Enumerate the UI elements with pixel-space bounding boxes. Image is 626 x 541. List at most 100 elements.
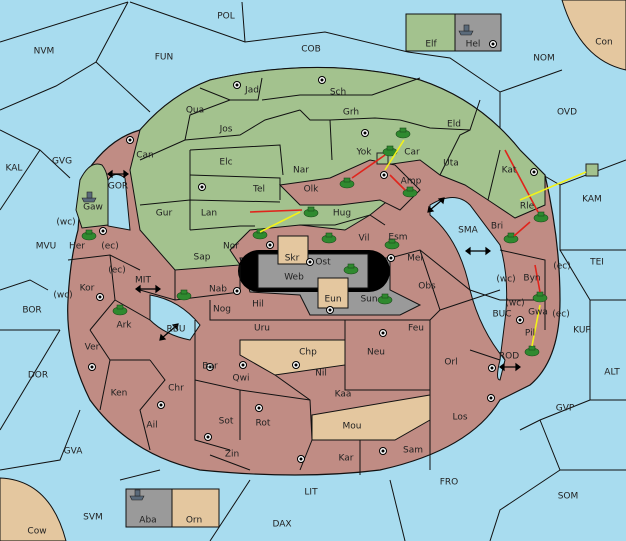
army-icon (81, 229, 97, 241)
supply-center-icon (487, 394, 495, 402)
label-rbu: RBU (166, 325, 185, 335)
fleet-icon[interactable] (458, 24, 474, 36)
province-aba[interactable] (125, 488, 173, 528)
supply-center-icon (326, 306, 334, 314)
province-labels: POL NVM FUN COB NOM Con OVD KAL GVG GOR … (6, 12, 621, 537)
label-ken: Ken (111, 389, 128, 399)
province-skr[interactable] (277, 235, 309, 265)
label-hil: Hil (252, 300, 264, 310)
label-pil: Pil (525, 329, 535, 339)
supply-center-icon (204, 433, 212, 441)
army-icon (303, 206, 319, 218)
label-her: Her (69, 242, 85, 252)
supply-center-icon (198, 183, 206, 191)
label-hug: Hug (333, 209, 351, 219)
support-order-arrow (519, 171, 587, 201)
label-rle: Rle (520, 202, 535, 212)
move-order-arrow (534, 264, 541, 293)
fleet-icon[interactable] (376, 152, 389, 165)
label-grh: Grh (343, 108, 359, 118)
label-qwi: Qwi (233, 374, 250, 384)
label-alt: ALT (604, 368, 620, 378)
label-neu: Neu (367, 348, 385, 358)
fleet-icon[interactable] (585, 163, 599, 177)
label-buc: BUC (492, 310, 511, 320)
province-orn[interactable] (171, 488, 220, 528)
support-order-arrow (531, 304, 541, 347)
army-icon (176, 289, 192, 301)
label-kor: Kor (80, 284, 95, 294)
label-lit: LIT (304, 488, 318, 498)
armies (81, 127, 549, 357)
fleet-icon[interactable] (129, 489, 145, 501)
army-icon (377, 293, 393, 305)
label-vil: Vil (359, 234, 370, 244)
army-icon (524, 345, 540, 357)
label-uta: Uta (443, 159, 459, 169)
label-sch: Sch (330, 88, 346, 98)
move-order-arrow (351, 154, 386, 179)
label-byn: Byn (523, 274, 540, 284)
supply-center-icon (96, 293, 104, 301)
supply-center-icon (157, 401, 165, 409)
label-con: Con (595, 38, 613, 48)
double-arrow-icon (159, 323, 179, 341)
supply-center-icon (266, 241, 274, 249)
label-elf: Elf (425, 40, 437, 50)
label-mit: MIT (135, 276, 151, 286)
province-elf[interactable] (405, 13, 456, 52)
label-yok: Yok (355, 148, 372, 158)
label-nil: Nil (315, 369, 327, 379)
label-kar: Kar (339, 454, 354, 464)
label-wc4: (wc) (505, 299, 524, 309)
label-lan: Lan (201, 209, 217, 219)
label-cow: Cow (27, 527, 46, 537)
label-sun: Sun (360, 295, 377, 305)
label-gur: Gur (156, 209, 173, 219)
label-amp: Amp (401, 177, 422, 187)
label-dor: DOR (28, 371, 48, 381)
double-arrow-icon (465, 246, 491, 256)
label-fro: FRO (440, 478, 459, 488)
label-sot: Sot (219, 417, 234, 427)
supply-center-icon (530, 168, 538, 176)
label-chp: Chp (299, 348, 317, 358)
supply-center-icon (379, 447, 387, 455)
label-elc: Elc (219, 158, 232, 168)
label-kam: KAM (582, 195, 602, 205)
label-qua: Qua (186, 106, 204, 116)
label-dax: DAX (272, 520, 291, 530)
label-uru: Uru (254, 324, 270, 334)
label-eun: Eun (324, 295, 341, 305)
label-jos: Jos (219, 125, 233, 135)
province-eun[interactable] (317, 277, 349, 309)
label-jad: Jad (244, 86, 259, 96)
label-ost: Ost (315, 258, 331, 268)
label-bar: Bar (202, 362, 218, 372)
label-ver: Ver (85, 343, 100, 353)
label-wc1: (wc) (56, 218, 75, 228)
label-sma: SMA (458, 226, 478, 236)
label-esm: Esm (388, 233, 407, 243)
move-order-arrow (249, 209, 303, 213)
land-borders (67, 77, 546, 475)
supply-center-icon (380, 171, 388, 179)
label-rod: ROD (499, 352, 519, 362)
label-mel: Mel (407, 254, 423, 264)
label-car: Car (404, 148, 420, 158)
fleet-icon[interactable] (81, 191, 97, 203)
label-gvp: GVP (556, 404, 575, 414)
label-los: Los (452, 413, 467, 423)
army-icon (252, 228, 268, 240)
label-skr: Skr (285, 254, 300, 264)
supply-center-icon (126, 136, 134, 144)
label-som: SOM (558, 492, 579, 502)
label-ec1: (ec) (101, 242, 119, 252)
label-wc3: (wc) (496, 275, 515, 285)
supply-center-icon (361, 129, 369, 137)
double-arrow-icon (135, 284, 161, 294)
army-icon (339, 177, 355, 189)
supply-center-icon (239, 361, 247, 369)
supply-center-icon (516, 316, 524, 324)
